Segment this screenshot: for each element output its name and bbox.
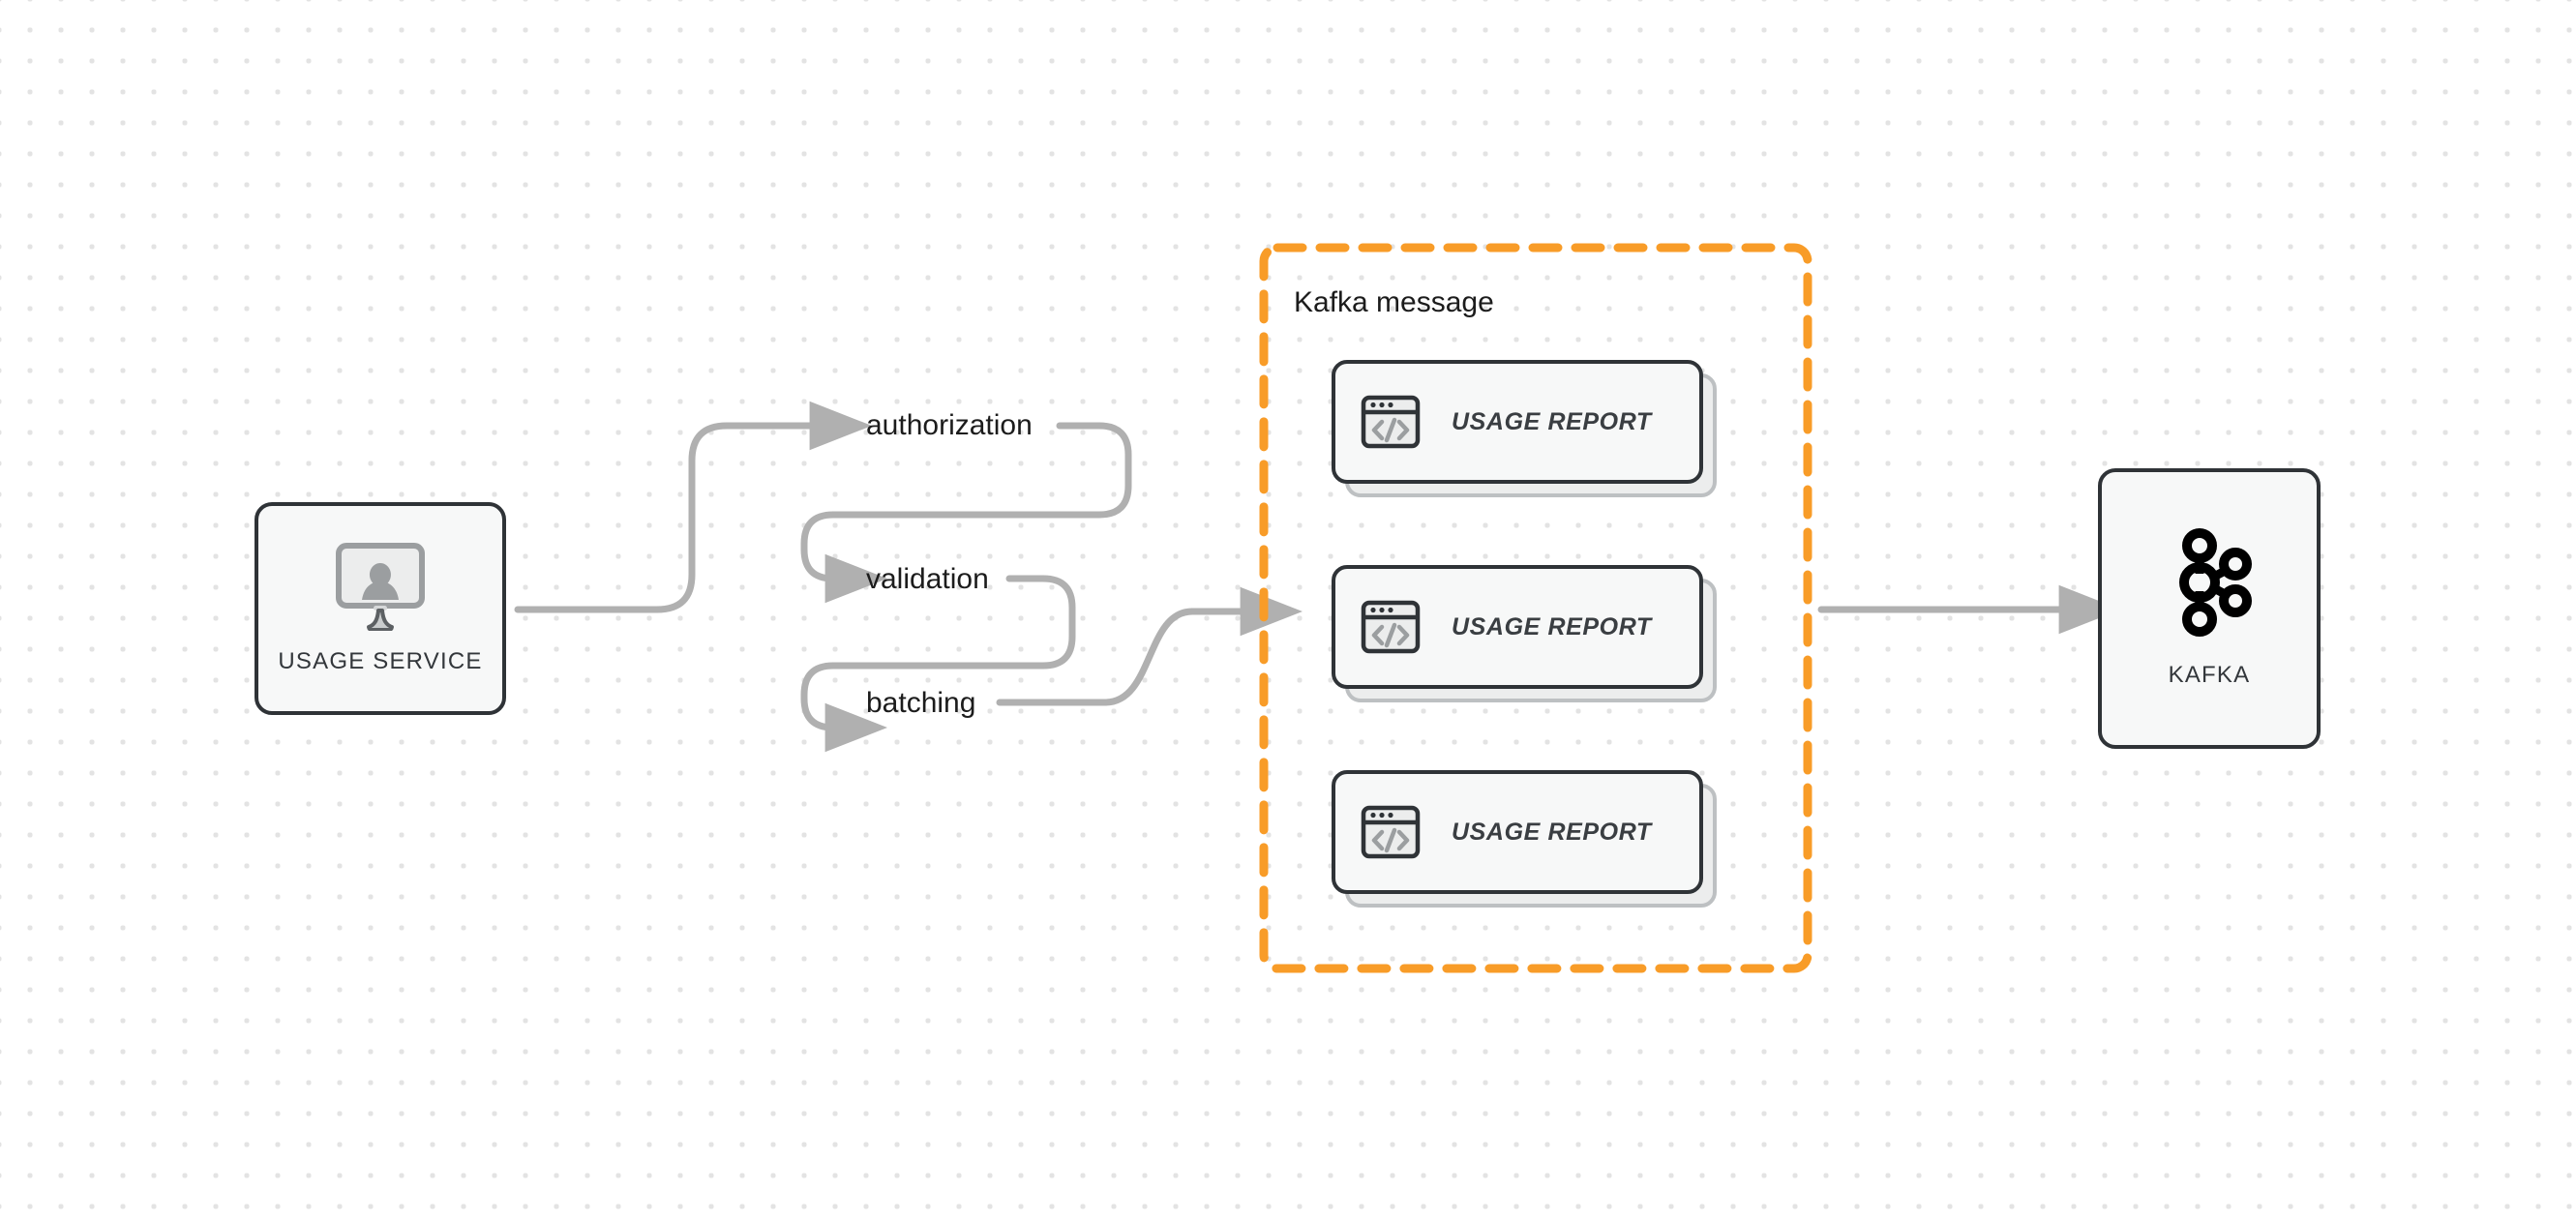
node-kafka-label: KAFKA (2168, 662, 2251, 688)
group-dashed-border (1259, 243, 1812, 973)
usage-report-card[interactable]: USAGE REPORT (1332, 770, 1717, 908)
step-label-validation: validation (866, 563, 989, 595)
code-window-icon (1361, 395, 1421, 449)
kafka-logo-icon (2179, 528, 2252, 637)
edge-authorization-to-validation (800, 422, 1132, 604)
edge-batching-to-kafka-message (996, 586, 1303, 706)
usage-report-card-front[interactable]: USAGE REPORT (1332, 565, 1703, 689)
node-kafka[interactable]: KAFKA (2098, 468, 2321, 749)
code-window-icon (1361, 805, 1421, 859)
node-usage-service-label: USAGE SERVICE (278, 648, 483, 674)
usage-report-card-label: USAGE REPORT (1452, 818, 1652, 846)
step-label-batching: batching (866, 687, 976, 719)
usage-report-card-front[interactable]: USAGE REPORT (1332, 360, 1703, 484)
usage-report-card-front[interactable]: USAGE REPORT (1332, 770, 1703, 894)
usage-report-card-label: USAGE REPORT (1452, 407, 1652, 435)
node-usage-service[interactable]: USAGE SERVICE (255, 502, 506, 715)
edge-usage-service-to-authorization (514, 401, 872, 613)
group-kafka-message-title: Kafka message (1294, 286, 1494, 318)
step-label-authorization: authorization (866, 409, 1033, 441)
code-window-icon (1361, 600, 1421, 654)
usage-report-card[interactable]: USAGE REPORT (1332, 565, 1717, 702)
usage-report-card[interactable]: USAGE REPORT (1332, 360, 1717, 497)
group-kafka-message: Kafka message USAGE REPORT (1259, 243, 1812, 973)
monitor-user-icon (336, 543, 425, 631)
usage-report-card-label: USAGE REPORT (1452, 612, 1652, 640)
